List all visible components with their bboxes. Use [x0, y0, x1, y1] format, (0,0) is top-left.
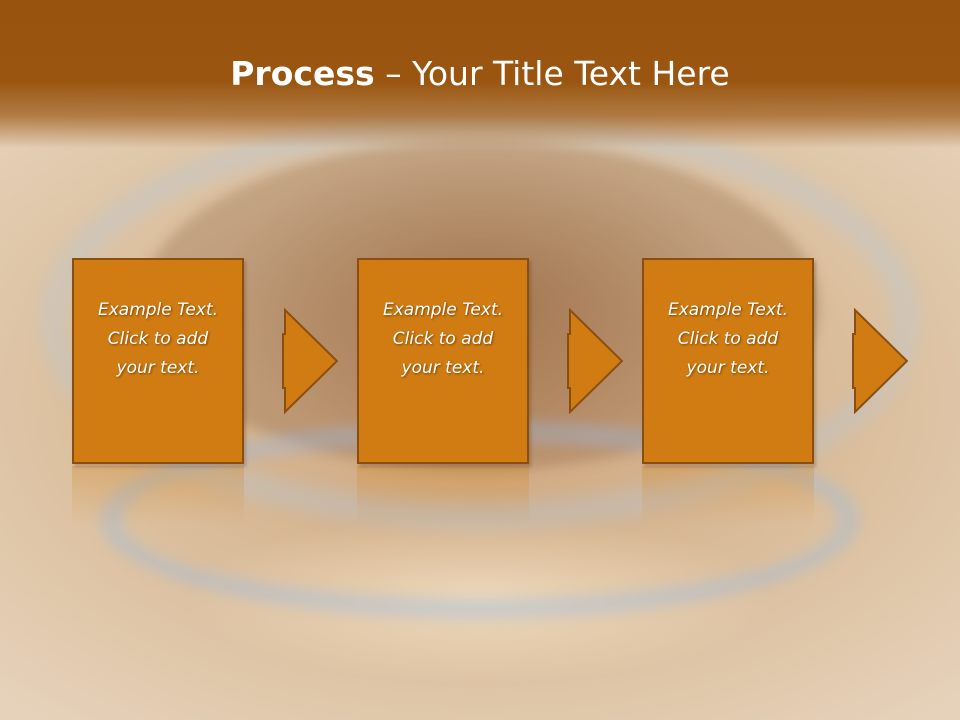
slide-title-bold: Process: [230, 54, 375, 93]
title-bar: Process – Your Title Text Here: [0, 0, 960, 148]
step-3-arrow-icon: [852, 308, 908, 414]
step-1-reflection: [72, 466, 244, 526]
slide-title-rest: – Your Title Text Here: [374, 54, 730, 93]
step-2-text[interactable]: Example Text. Click to add your text.: [382, 299, 504, 378]
step-3-text[interactable]: Example Text. Click to add your text.: [667, 299, 789, 378]
step-2-arrow-icon: [567, 308, 623, 414]
step-1-text[interactable]: Example Text. Click to add your text.: [97, 299, 219, 378]
step-3-reflection: [642, 466, 814, 526]
step-2-reflection: [357, 466, 529, 526]
slide-title[interactable]: Process – Your Title Text Here: [0, 52, 960, 96]
step-1-arrow-icon: [282, 308, 338, 414]
step-3-box[interactable]: Example Text. Click to add your text.: [642, 258, 814, 464]
step-2-box[interactable]: Example Text. Click to add your text.: [357, 258, 529, 464]
step-1-box[interactable]: Example Text. Click to add your text.: [72, 258, 244, 464]
